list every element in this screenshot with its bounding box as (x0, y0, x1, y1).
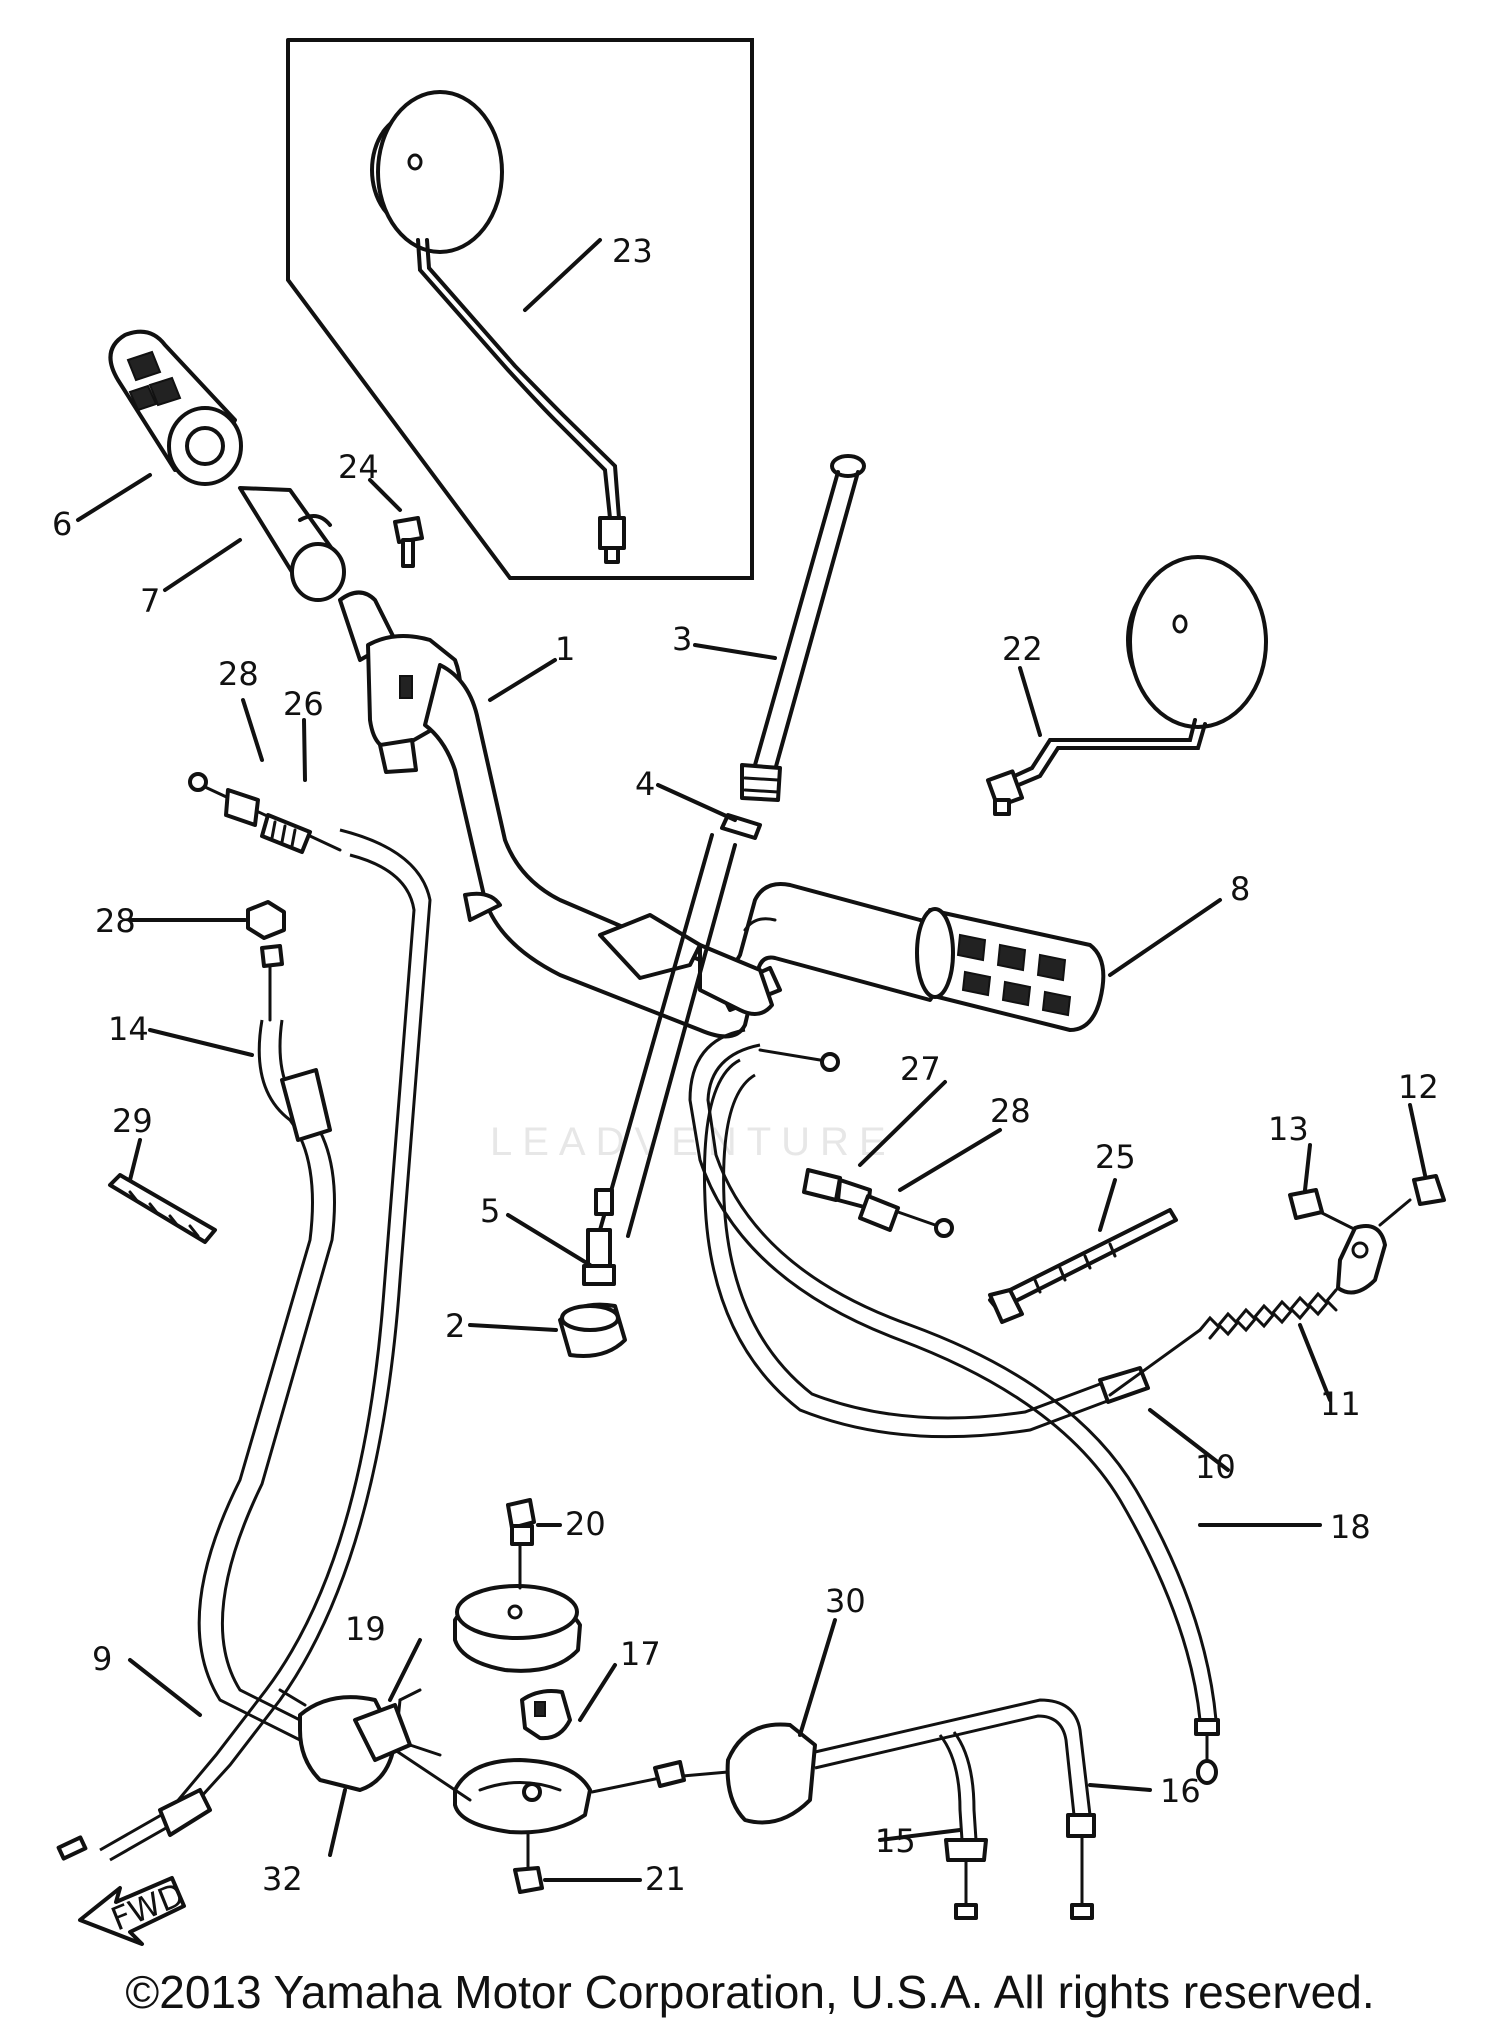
grip-right (915, 907, 1106, 1032)
cable-9 (56, 828, 432, 1862)
callout-22: 22 (1002, 630, 1043, 668)
callout-27: 27 (900, 1050, 941, 1088)
leader-lines (76, 238, 1427, 1882)
callout-12: 12 (1398, 1068, 1439, 1106)
callout-23: 23 (612, 232, 653, 270)
clip-30 (108, 1173, 217, 1244)
callout-14: 14 (108, 1010, 149, 1048)
callout-13: 13 (1268, 1110, 1309, 1148)
grip-left (108, 329, 243, 486)
mirror-right (985, 555, 1268, 816)
handlebar (423, 663, 947, 1039)
copyright-notice: ©2013 Yamaha Motor Corporation, U.S.A. A… (125, 1966, 1375, 2018)
callout-1: 1 (555, 630, 575, 668)
callout-30: 29 (112, 1102, 153, 1140)
callout-16: 16 (1160, 1772, 1201, 1810)
callout-28-left: 28 (218, 655, 259, 693)
callout-11: 11 (1320, 1385, 1361, 1423)
callout-6: 6 (52, 505, 72, 543)
part-17 (520, 1689, 572, 1741)
nut-29 (246, 900, 286, 940)
adjuster-right (802, 1168, 954, 1238)
stay-rod (582, 833, 737, 1286)
callout-25: 25 (1095, 1138, 1136, 1176)
rod-3 (740, 454, 866, 802)
cable-18 (688, 1028, 1220, 1785)
callouts: 6 7 23 24 3 1 4 22 8 28 26 28 14 29 5 2 … (52, 232, 1439, 1898)
callout-9: 9 (92, 1640, 112, 1678)
mirror-left (370, 90, 626, 564)
mirror-inset-frame (286, 38, 754, 580)
throttle-lower-19 (393, 1688, 592, 1835)
callout-32: 32 (262, 1860, 303, 1898)
callout-7: 7 (140, 582, 160, 620)
callout-26: 26 (283, 685, 324, 723)
callout-8: 8 (1230, 870, 1250, 908)
fwd-arrow-icon: FWD (78, 1875, 189, 1946)
callout-18: 18 (1330, 1508, 1371, 1546)
cable-14 (197, 944, 336, 1742)
screw-4 (720, 813, 762, 840)
callout-19: 19 (345, 1610, 386, 1648)
callout-21: 21 (645, 1860, 686, 1898)
callout-29: 28 (95, 902, 136, 940)
watermark: LEADVENTURE (490, 1120, 896, 1164)
callout-17: 17 (620, 1635, 661, 1673)
callout-15: 15 (875, 1822, 916, 1860)
callout-31: 30 (825, 1582, 866, 1620)
bolt-24 (393, 516, 424, 568)
spring-11 (1108, 1288, 1338, 1397)
junction-31 (590, 1698, 1096, 1920)
callout-3: 3 (672, 620, 692, 658)
nut-21 (513, 1830, 544, 1894)
callout-2: 2 (445, 1307, 465, 1345)
throttle-grip (238, 486, 346, 602)
bolt-near-cable (758, 1048, 840, 1072)
callout-10: 10 (1195, 1448, 1236, 1486)
fwd-label: FWD (106, 1875, 189, 1938)
adjuster-left (188, 772, 342, 854)
callout-5: 5 (480, 1192, 500, 1230)
callout-28-right: 28 (990, 1092, 1031, 1130)
cable-10 (702, 1058, 1150, 1439)
bolt-20 (506, 1498, 536, 1546)
callout-20: 20 (565, 1505, 606, 1543)
bracket-12-13 (1288, 1174, 1446, 1295)
callout-4: 4 (635, 765, 655, 803)
rubber-cap-2 (558, 1302, 627, 1358)
throttle-body-19 (453, 1543, 582, 1673)
clip-25 (988, 1208, 1178, 1324)
callout-24: 24 (338, 448, 379, 486)
switch-32 (278, 1688, 442, 1792)
